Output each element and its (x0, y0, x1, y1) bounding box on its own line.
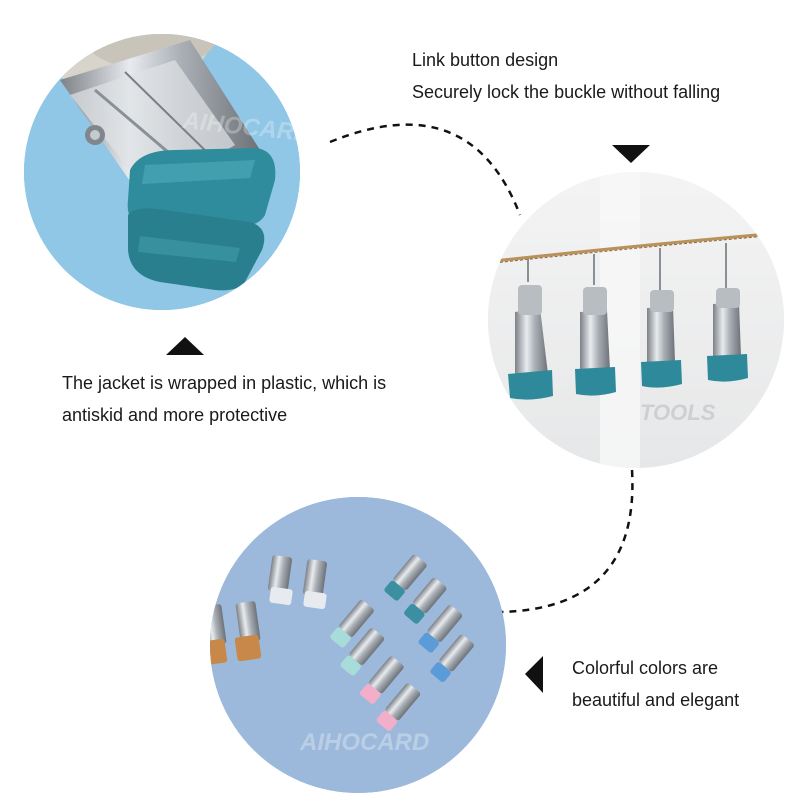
closeup-jacket-photo: AIHOCARD TOOLS STORE (24, 34, 300, 310)
pointer-triangle-up (166, 337, 204, 355)
caption-line: Colorful colors are (572, 658, 719, 678)
hanging-clip (641, 248, 682, 388)
caption-line: Link button design (412, 50, 559, 70)
caption-line: Securely lock the buckle without falling (412, 82, 721, 102)
caption-jacket: The jacket is wrapped in plastic, which … (62, 367, 386, 431)
orange-clip (234, 601, 262, 662)
colorful-clips-photo: AIHOCARD (210, 497, 506, 793)
caption-line: The jacket is wrapped in plastic, which … (62, 373, 387, 393)
hanging-clip (707, 243, 748, 382)
dashed-connector-bottom (497, 469, 634, 614)
blue-clips (418, 605, 474, 683)
watermark-text-c: AIHOCARD (299, 729, 429, 756)
pink-clips (360, 656, 421, 731)
caption-line: antiskid and more protective (62, 405, 288, 425)
white-clip (302, 559, 328, 610)
caption-link-button: Link button design Securely lock the buc… (412, 44, 720, 108)
pointer-triangle-down (612, 145, 650, 163)
orange-clip (210, 604, 228, 666)
hanging-clips-photo: TOOLS (488, 172, 784, 468)
pointer-triangle-left (525, 656, 543, 693)
white-clip (267, 555, 293, 606)
watermark-text-b: TOOLS (640, 400, 716, 425)
hanging-clip (508, 258, 553, 400)
caption-colors: Colorful colors are beautiful and elegan… (572, 652, 739, 716)
dashed-connector-top (329, 123, 522, 216)
mint-clips (330, 600, 385, 676)
caption-line: beautiful and elegant (572, 690, 740, 710)
hanging-clip (575, 254, 616, 396)
teal-clips (384, 554, 447, 624)
